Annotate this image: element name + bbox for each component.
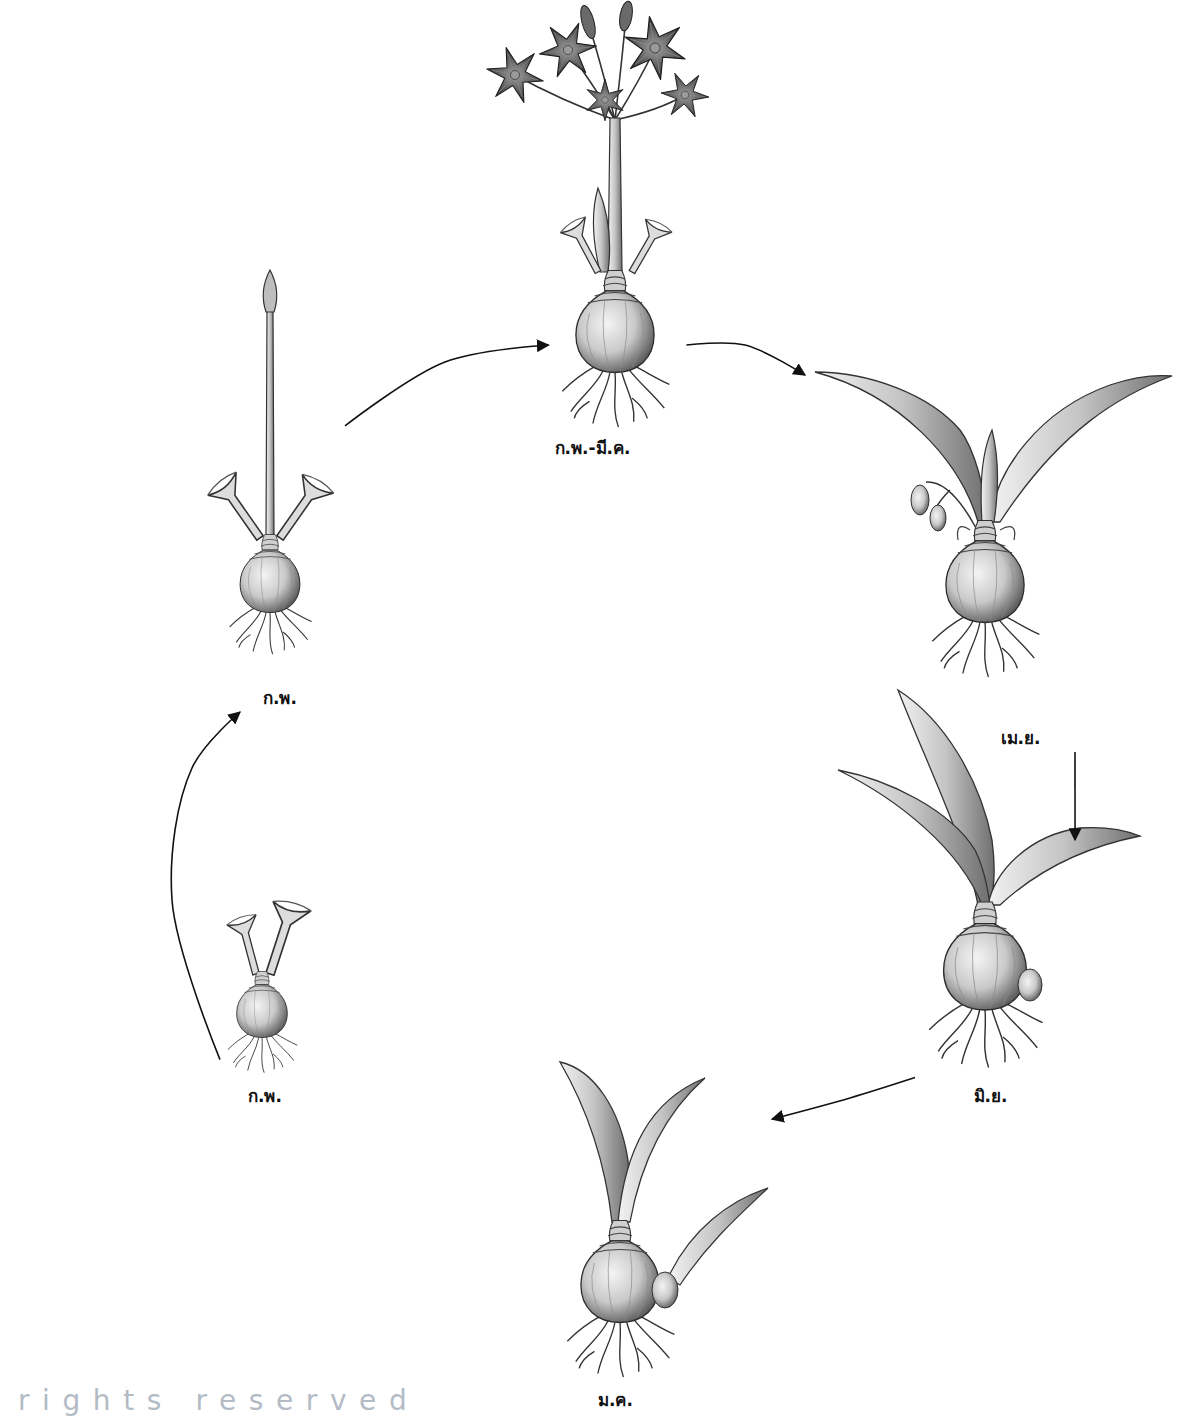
flower-stem xyxy=(266,310,274,536)
leaf xyxy=(838,770,990,905)
budding-bulb xyxy=(205,270,335,654)
cycle-arrow xyxy=(171,712,240,1060)
cycle-arrow xyxy=(772,1078,915,1120)
flower xyxy=(578,74,632,126)
leaf xyxy=(593,188,609,272)
seed-pod xyxy=(930,505,946,531)
leaf-sprout xyxy=(251,897,311,980)
stage-box: ก.พ. xyxy=(225,265,345,712)
flower-bud xyxy=(263,270,276,312)
stage-box: มิ.ย. xyxy=(915,840,1080,1110)
leaf xyxy=(618,1078,705,1222)
leaf xyxy=(815,372,988,522)
month-label: มิ.ย. xyxy=(972,1086,1010,1106)
stage-box: ก.พ. xyxy=(220,900,310,1110)
month-label: ม.ค. xyxy=(596,1390,635,1410)
bulb xyxy=(932,521,1039,677)
stage-box: เม.ย. xyxy=(805,345,1179,752)
bulb xyxy=(228,972,297,1073)
stage-box: ก.พ.-มี.ค. xyxy=(549,5,687,462)
leafing-plant xyxy=(815,372,1172,677)
leaf-sprout xyxy=(226,913,271,978)
offset-bulb xyxy=(652,1272,678,1308)
leaf xyxy=(981,430,997,522)
leafing-plant xyxy=(560,1062,768,1377)
seed-pod xyxy=(911,485,929,515)
leaf xyxy=(560,1062,629,1222)
flowering-plant xyxy=(482,0,711,427)
bulb xyxy=(230,535,312,655)
leafing-plant xyxy=(838,690,1140,1068)
flower-bud xyxy=(617,0,634,32)
flower xyxy=(615,11,694,85)
month-label: เม.ย. xyxy=(999,728,1043,748)
cycle-arrow xyxy=(1074,752,1076,840)
bulb xyxy=(929,902,1042,1068)
flower-bud xyxy=(578,4,598,40)
leaf xyxy=(990,376,1172,522)
leaf xyxy=(988,828,1140,905)
flower xyxy=(536,21,600,78)
watermark-text: rights reserved xyxy=(18,1384,419,1416)
offset-bulb xyxy=(1018,969,1042,1001)
flower xyxy=(659,72,710,118)
leaf-sprout xyxy=(619,216,673,279)
cycle-arrow xyxy=(686,343,805,375)
month-label: ก.พ.-มี.ค. xyxy=(553,438,633,458)
bulb xyxy=(562,271,669,427)
sprouting-bulb xyxy=(226,897,312,1073)
month-label: ก.พ. xyxy=(261,688,299,708)
month-label: ก.พ. xyxy=(246,1086,284,1106)
stage-box: ม.ค. xyxy=(505,1050,772,1414)
leaf-sprout xyxy=(559,215,611,278)
flower xyxy=(482,45,549,106)
leaf xyxy=(668,1188,768,1285)
cycle-arrow xyxy=(345,345,549,426)
